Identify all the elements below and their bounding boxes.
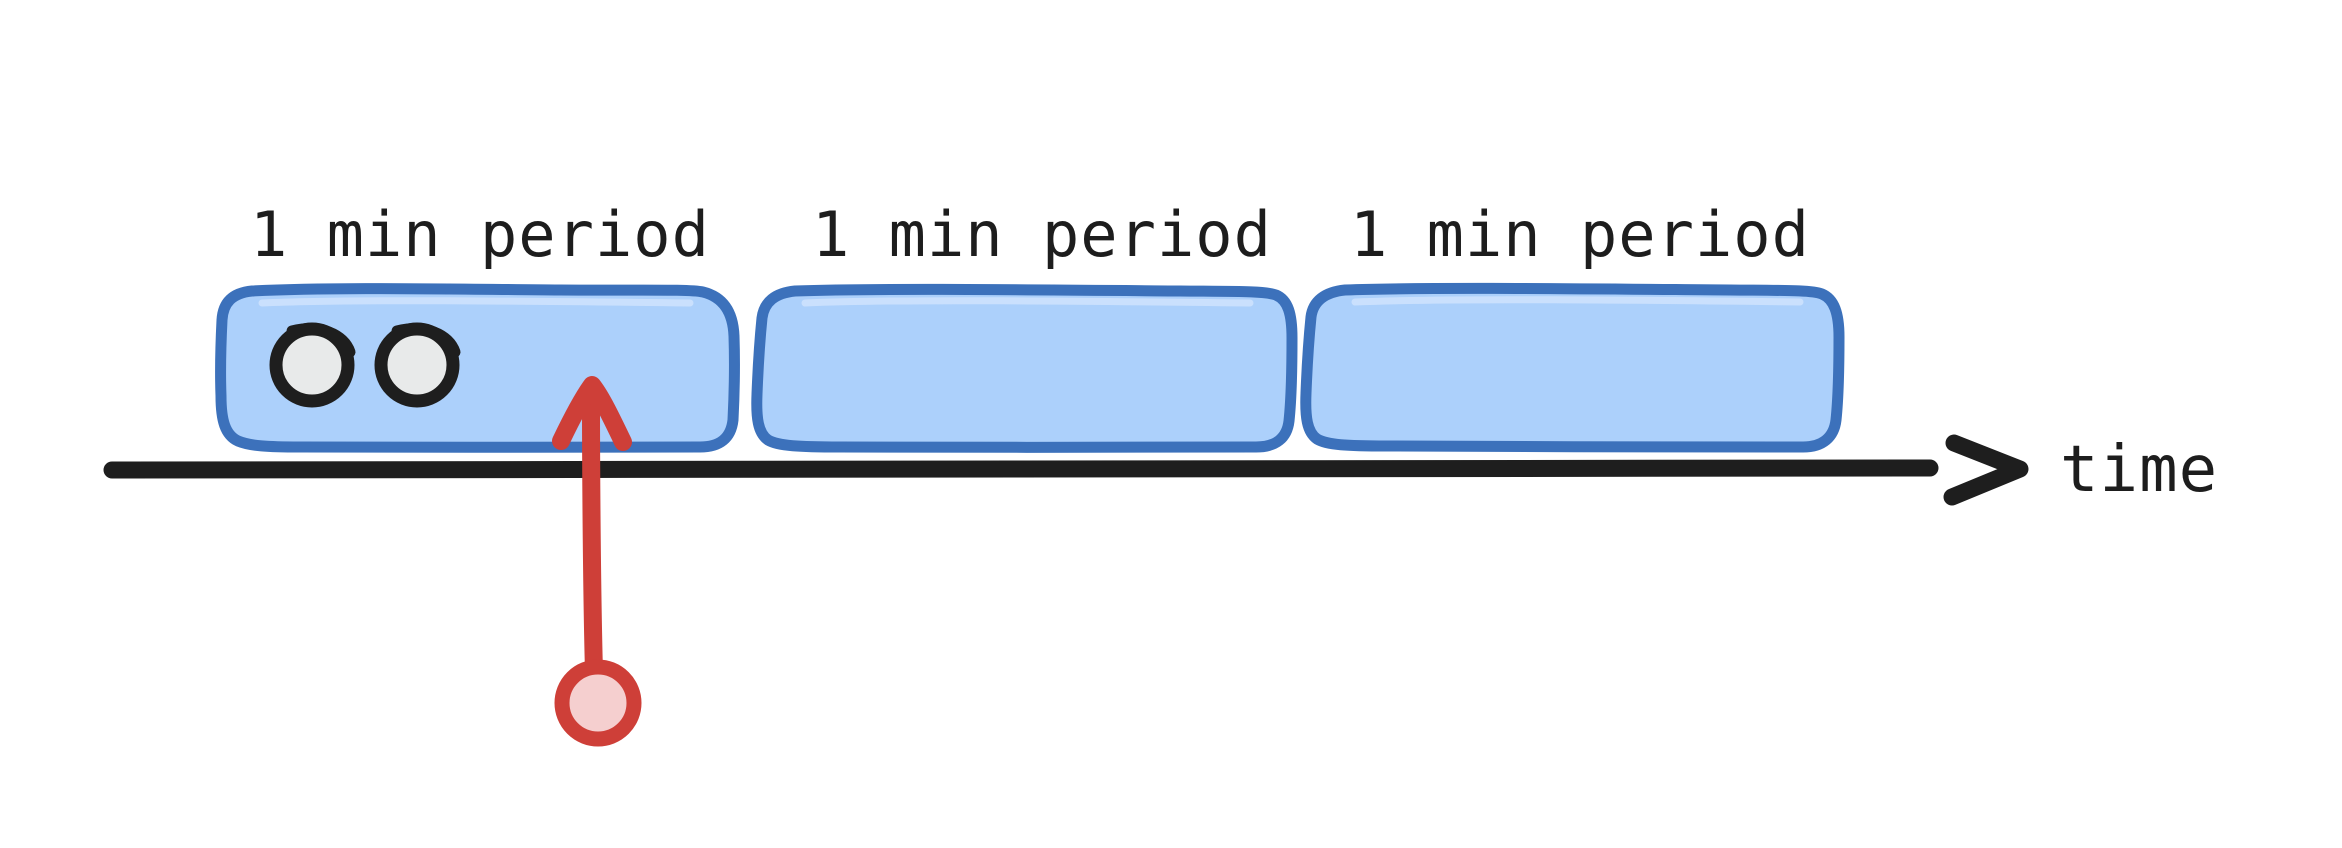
period-box-3[interactable]	[1300, 282, 1845, 453]
time-axis[interactable]	[103, 434, 2029, 506]
period-box-3-shape	[1300, 282, 1845, 453]
period-box-1-highlight	[258, 297, 694, 307]
period-box-2-shape	[751, 283, 1298, 453]
event-circle-2-sketch-overlay	[391, 323, 461, 358]
pointer-arrowhead-icon	[552, 376, 632, 451]
event-circle-1[interactable]	[269, 322, 356, 408]
pointer-shaft	[582, 391, 603, 681]
event-circle-1-sketch-overlay	[286, 323, 356, 358]
period-label-2: 1 min period	[812, 198, 1272, 271]
current-time-pointer[interactable]	[552, 376, 642, 747]
period-label-3: 1 min period	[1350, 198, 1810, 271]
period-box-3-highlight	[1351, 296, 1804, 306]
period-box-2[interactable]	[751, 283, 1298, 453]
time-axis-line	[103, 459, 1939, 479]
time-axis-label: time	[2060, 433, 2219, 507]
period-label-1: 1 min period	[250, 198, 710, 271]
event-circle-2[interactable]	[374, 322, 461, 408]
time-axis-arrowhead-icon	[1943, 434, 2029, 506]
pointer-dot	[554, 659, 642, 747]
period-box-2-highlight	[801, 297, 1254, 307]
